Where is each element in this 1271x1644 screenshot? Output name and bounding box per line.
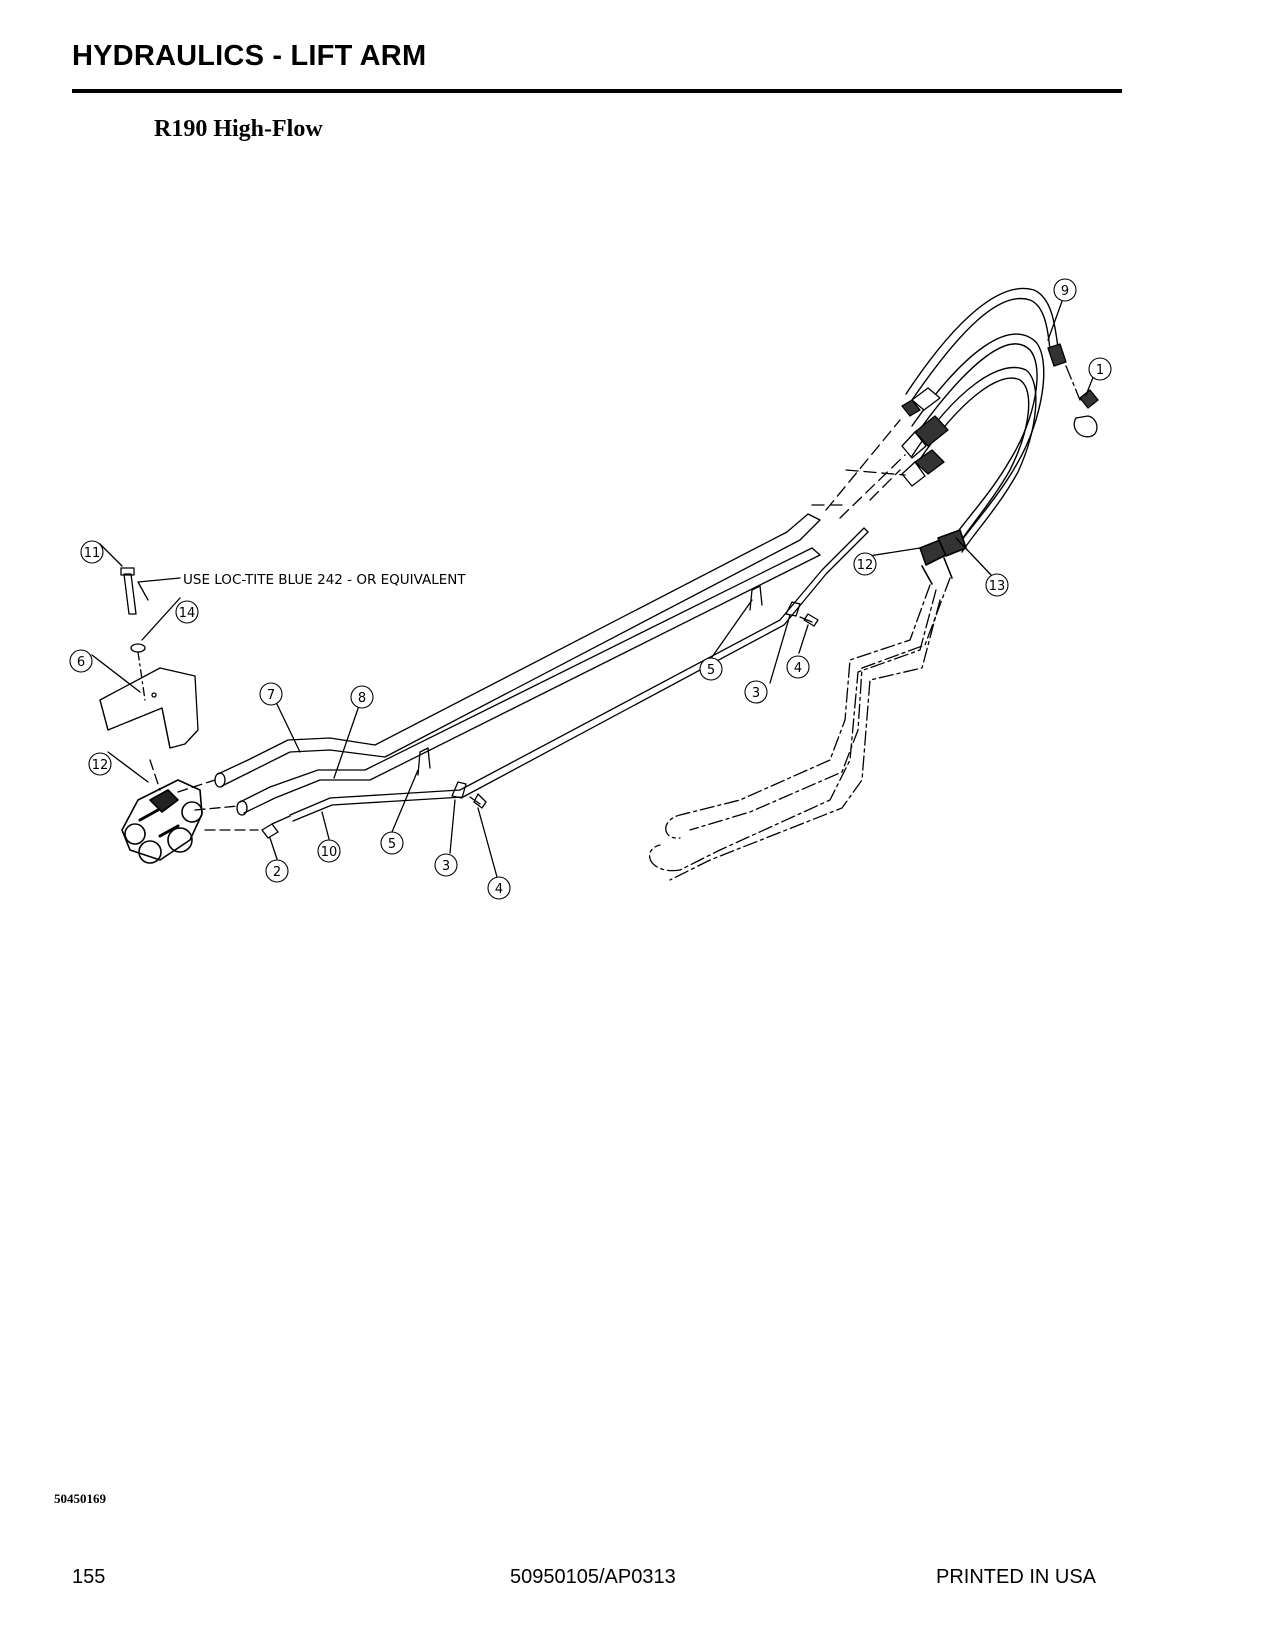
callout-1 (1088, 357, 1112, 381)
bolt-4-lower (469, 793, 487, 809)
callout-10 (317, 839, 341, 863)
callout-label-8: 8 (358, 691, 366, 706)
bolt-13 (120, 567, 137, 615)
callout-3-lower (434, 853, 458, 877)
callout-5-upper (699, 657, 723, 681)
callout-label-1: 1 (1096, 363, 1104, 378)
callout-label-3-lower: 3 (442, 859, 450, 874)
hose-9 (905, 287, 1059, 401)
callout-4-lower (487, 876, 511, 900)
hose-upper-a (911, 333, 1045, 549)
page-title: HYDRAULICS - LIFT ARM (72, 40, 427, 72)
loctite-note: USE LOC-TITE BLUE 242 - OR EQUIVALENT (183, 572, 466, 588)
callout-11 (88, 752, 112, 776)
callout-label-12-left: 12 (857, 558, 874, 573)
fitting-1 (1073, 389, 1099, 438)
clamp-3-lower (451, 781, 467, 799)
shield-6 (99, 667, 199, 749)
hose-upper-b (911, 366, 1037, 553)
callout-4-upper (786, 655, 810, 679)
coupler-12 (919, 529, 967, 585)
page-number: 155 (72, 1566, 106, 1588)
fitting-hose-end-2 (901, 415, 949, 459)
clamp-3-upper (785, 601, 801, 617)
callout-9 (1053, 278, 1077, 302)
callout-label-4-lower: 4 (495, 882, 503, 897)
callout-13 (80, 540, 104, 564)
callout-14 (175, 600, 199, 624)
fitting-9-end (1047, 343, 1067, 367)
callout-label-5-lower: 5 (388, 837, 396, 852)
fitting-hose-end-3 (901, 449, 945, 487)
tube-7 (214, 513, 821, 788)
valve-block-11 (121, 779, 203, 864)
callout-8 (350, 685, 374, 709)
tube-10 (289, 527, 869, 822)
callout-5-lower (380, 831, 404, 855)
fitting-hose-end-1 (901, 387, 941, 417)
fitting-2 (261, 815, 291, 839)
callout-label-7: 7 (267, 688, 275, 703)
clamp-5-upper (749, 585, 763, 611)
callout-label-12-right: 13 (989, 579, 1006, 594)
callout-label-13: 11 (84, 546, 101, 561)
callout-label-6: 6 (77, 655, 85, 670)
callout-label-3-upper: 3 (752, 686, 760, 701)
callout-12-left (853, 552, 877, 576)
callout-6 (69, 649, 93, 673)
document-id: 50950105/AP0313 (510, 1566, 676, 1588)
washer-14 (130, 643, 146, 653)
callout-7 (259, 682, 283, 706)
printed-in-usa: PRINTED IN USA (936, 1566, 1097, 1588)
bolt-4-upper (799, 613, 819, 627)
callout-12-right (985, 573, 1009, 597)
callout-label-4-upper: 4 (794, 661, 802, 676)
tube-8 (236, 547, 821, 816)
page-subtitle: R190 High-Flow (154, 116, 323, 142)
callout-2 (265, 859, 289, 883)
callout-label-11: 12 (92, 758, 109, 773)
callout-label-9: 9 (1061, 284, 1069, 299)
callout-label-10: 10 (321, 845, 338, 860)
callout-label-14: 14 (179, 606, 196, 621)
callout-3-upper (744, 680, 768, 704)
clamp-5-lower (417, 747, 431, 776)
title-rule (72, 89, 1122, 93)
drawing-number: 50450169 (54, 1491, 106, 1506)
callout-label-2: 2 (273, 865, 281, 880)
callout-label-5-upper: 5 (707, 663, 715, 678)
